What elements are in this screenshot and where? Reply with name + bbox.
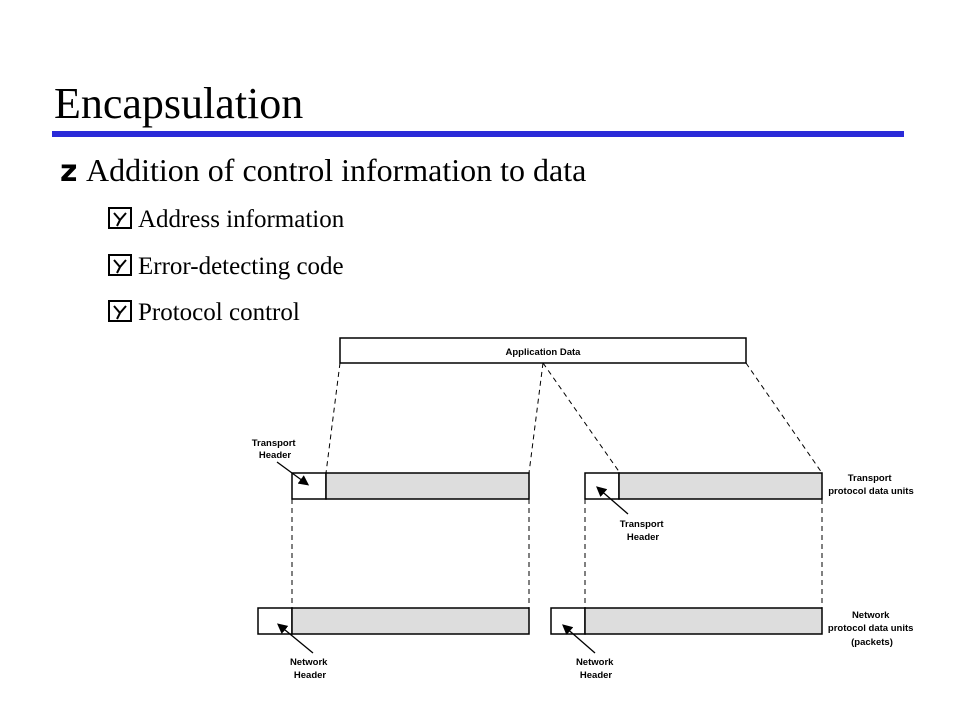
connector-lines <box>291 362 823 608</box>
slide-title: Encapsulation <box>54 79 304 128</box>
network-header-label-right: Network Header <box>576 657 616 681</box>
transport-header-label-left: Transport Header <box>252 438 298 461</box>
transport-header-label-right: Transport Header <box>620 519 666 543</box>
checkbox-y-bullet-icon <box>108 254 138 283</box>
application-data-box <box>339 337 747 364</box>
network-packet-1 <box>291 607 530 635</box>
bullet-sub-1-text: Address information <box>138 206 345 233</box>
network-header-label-left: Network Header <box>290 657 330 681</box>
bullet-sub-1: Address information <box>108 205 344 234</box>
network-packet-2 <box>584 607 823 635</box>
checkbox-y-bullet-icon <box>108 300 138 329</box>
checkbox-y-bullet-icon <box>108 207 138 236</box>
transport-segment-2 <box>618 472 823 500</box>
network-header-1 <box>257 607 293 635</box>
transport-segment-1 <box>325 472 530 500</box>
bullet-sub-3-text: Protocol control <box>138 299 300 326</box>
bullet-sub-2: Error-detecting code <box>108 252 344 281</box>
network-pdu-label: Network protocol data units (packets) <box>828 610 916 648</box>
transport-header-2 <box>584 472 620 500</box>
z-bullet-icon: z <box>60 154 78 189</box>
transport-pdu-label: Transport protocol data units <box>828 473 914 497</box>
title-underline <box>52 131 904 137</box>
bullet-main: z Addition of control information to dat… <box>60 152 586 189</box>
pointer-arrows <box>276 461 629 654</box>
bullet-sub-2-text: Error-detecting code <box>138 253 344 280</box>
application-data-label: Application Data <box>506 347 582 358</box>
bullet-sub-3: Protocol control <box>108 298 300 327</box>
bullet-main-text: Addition of control information to data <box>86 152 587 188</box>
